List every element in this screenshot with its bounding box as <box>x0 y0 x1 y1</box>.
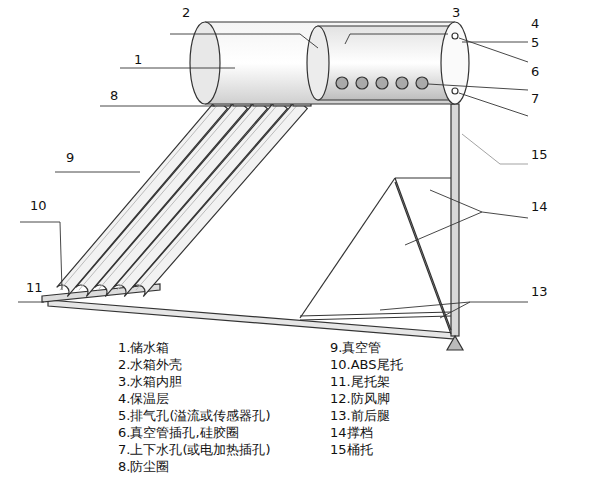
part-name: 8.防尘圈 <box>118 458 169 476</box>
part-name: 11.尾托架 <box>330 373 390 391</box>
callout-number: 11 <box>26 280 43 295</box>
inner-end <box>307 26 329 100</box>
vacuum-tube <box>133 99 308 296</box>
foot <box>447 336 463 350</box>
tube-highlight <box>98 102 260 290</box>
part-name: 10.ABS尾托 <box>330 356 403 374</box>
callout-number: 2 <box>182 5 190 20</box>
part-name: 4.保温层 <box>118 390 169 408</box>
front-leg <box>300 178 395 318</box>
part-name: 2.水箱外壳 <box>118 356 182 374</box>
tube-sockets <box>336 77 428 89</box>
tube-highlight <box>117 102 280 290</box>
part-name: 7.上下水孔(或电加热插孔) <box>118 441 271 459</box>
callout-number: 7 <box>531 91 539 106</box>
callout-number: 9 <box>66 150 74 165</box>
part-name: 1.储水箱 <box>118 339 169 357</box>
cross-bar <box>300 312 451 320</box>
callout-number: 6 <box>531 64 539 79</box>
vacuum-tube <box>114 99 288 296</box>
callout-number: 8 <box>110 88 118 103</box>
part-name: 6.真空管插孔,硅胶圈 <box>118 424 239 442</box>
callout-number: 1 <box>134 52 142 67</box>
part-name: 12.防风脚 <box>330 390 390 408</box>
callout-number: 5 <box>531 35 539 50</box>
leader-lines <box>18 34 528 318</box>
part-name: 14撑档 <box>330 424 373 442</box>
brace <box>395 178 451 334</box>
callout-number: 3 <box>452 5 460 20</box>
callout-number: 4 <box>531 16 539 31</box>
tube-highlight <box>136 102 300 290</box>
rear-leg <box>451 104 459 336</box>
callout-number: 13 <box>531 284 548 299</box>
callout-number: 15 <box>531 147 548 162</box>
vacuum-tubes <box>57 99 311 296</box>
base-rail <box>48 300 455 339</box>
part-name: 5.排气孔(溢流或传感器孔) <box>118 407 271 425</box>
part-name: 3.水箱内胆 <box>118 373 182 391</box>
callout-number: 14 <box>531 199 548 214</box>
part-name: 9.真空管 <box>330 339 381 357</box>
vacuum-tube <box>95 99 268 296</box>
vent-hole <box>452 33 458 39</box>
water-hole <box>452 88 458 94</box>
inner-tank <box>318 26 452 100</box>
part-name: 15桶托 <box>330 441 373 459</box>
callout-number: 10 <box>30 198 47 213</box>
part-name: 13.前后腿 <box>330 407 390 425</box>
